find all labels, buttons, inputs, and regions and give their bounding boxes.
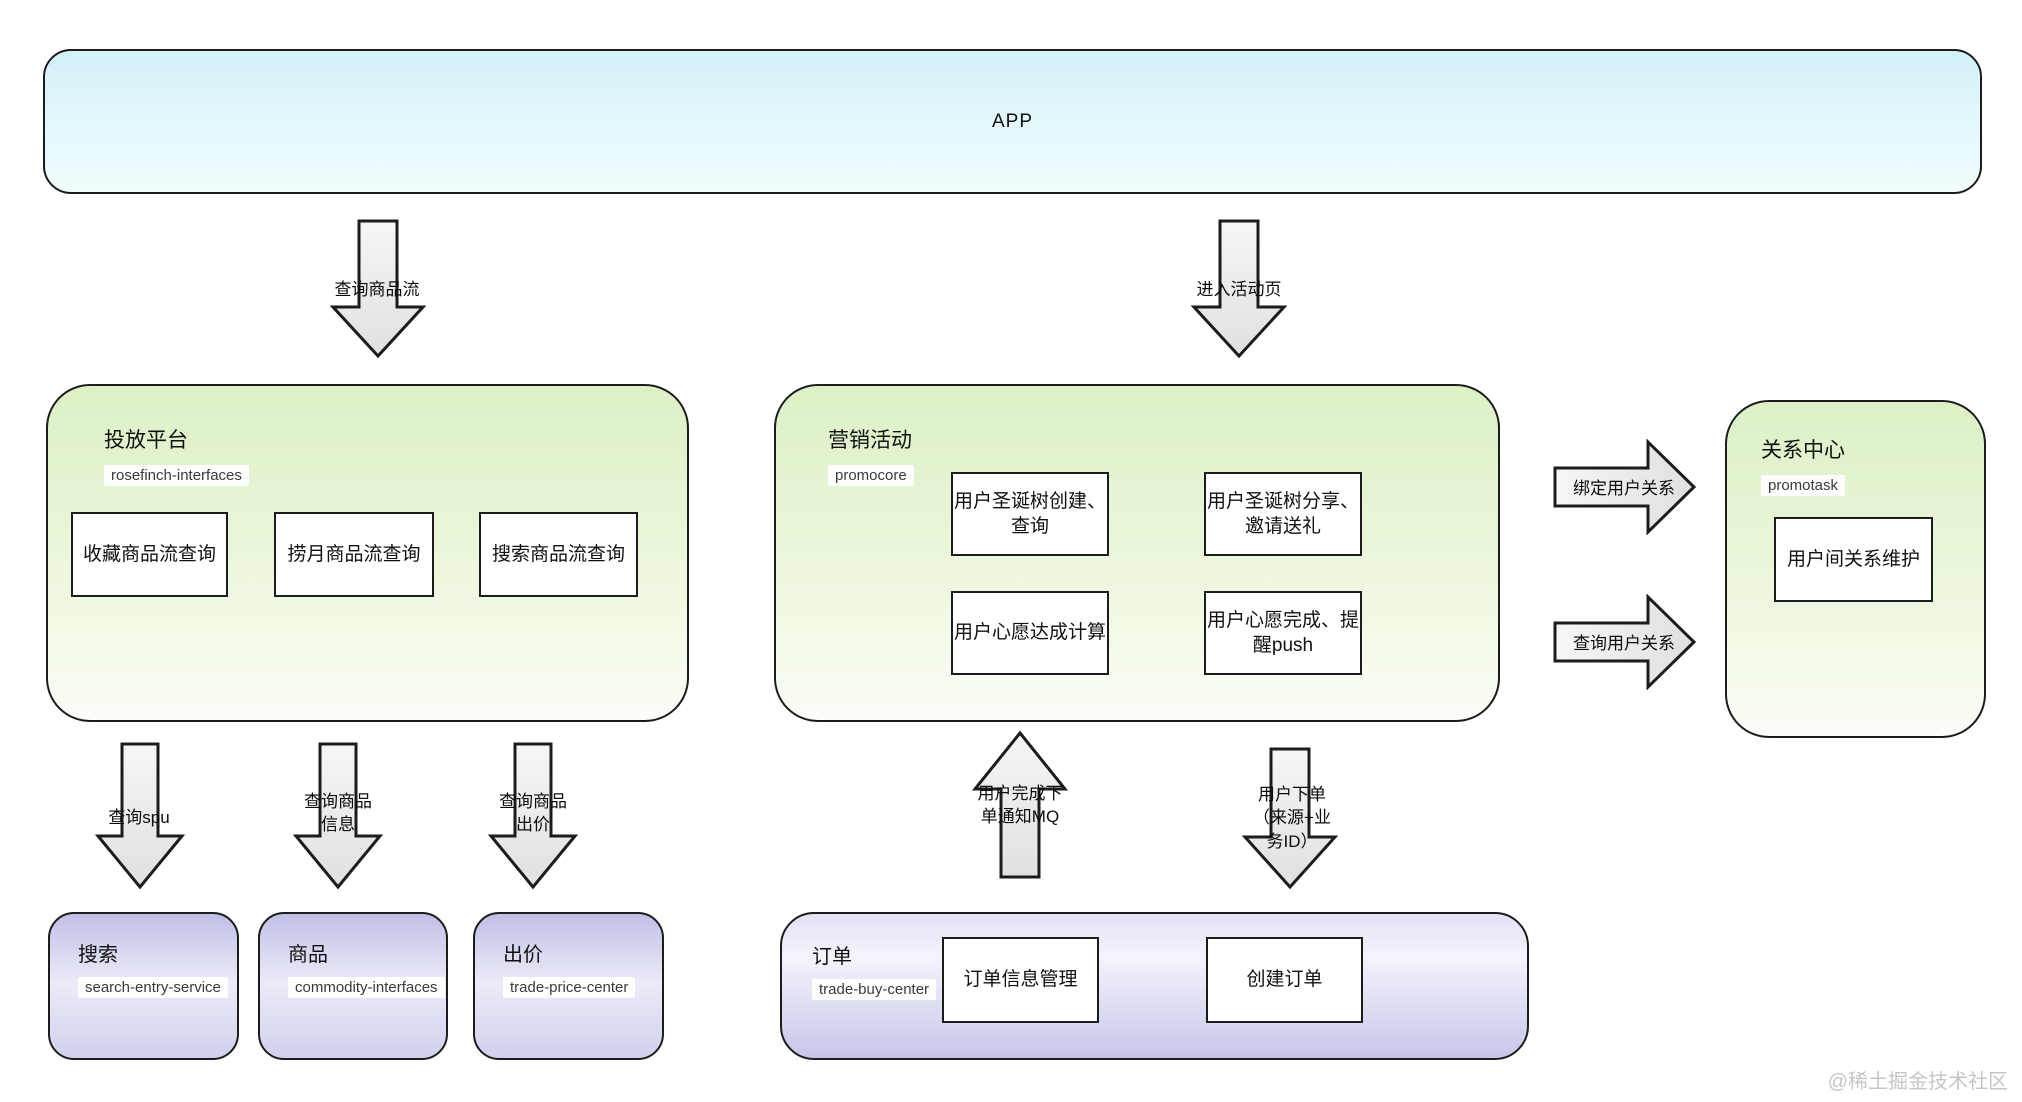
- order-service-chip: trade-buy-center: [812, 979, 937, 1000]
- relation-panel-title: 关系中心: [1761, 439, 1845, 462]
- commodity-service-chip: commodity-interfaces: [288, 977, 445, 998]
- commodity-service-panel: 商品 commodity-interfaces: [258, 912, 448, 1060]
- order-panel: 订单 trade-buy-center: [780, 912, 1529, 1060]
- price-service-chip: trade-price-center: [503, 977, 636, 998]
- arrow-label-app-to-marketing: 进入活动页: [1196, 280, 1282, 299]
- arrow-bind-user-relation-icon: [1553, 439, 1697, 535]
- arrow-app-to-platform-icon: [330, 219, 426, 359]
- order-panel-title: 订单: [812, 946, 852, 968]
- marketing-panel: 营销活动 promocore: [774, 384, 1500, 722]
- marketing-service-chip: promocore: [828, 465, 914, 486]
- arrow-order-mq-notify-icon: [972, 730, 1068, 880]
- module-order-create: 创建订单: [1206, 937, 1363, 1023]
- watermark: @稀土掘金技术社区: [1827, 1071, 2008, 1093]
- search-service-chip: search-entry-service: [78, 977, 228, 998]
- arrow-query-product-info-icon: [293, 742, 383, 890]
- module-search-product-flow-query: 搜索商品流查询: [479, 512, 638, 597]
- module-fav-product-flow-query: 收藏商品流查询: [71, 512, 228, 597]
- arrow-query-user-relation-icon: [1553, 594, 1697, 690]
- module-xmas-tree-share-invite: 用户圣诞树分享、 邀请送礼: [1204, 472, 1362, 556]
- arrow-query-spu-icon: [95, 742, 185, 890]
- arrow-app-to-marketing-icon: [1191, 219, 1287, 359]
- app-box-title: APP: [991, 110, 1034, 132]
- platform-panel-title: 投放平台: [104, 429, 188, 452]
- arrow-label-bind-user-relation: 绑定用户关系: [1573, 479, 1675, 498]
- arrow-user-place-order-icon: [1242, 747, 1338, 890]
- module-wish-achieve-compute: 用户心愿达成计算: [951, 591, 1109, 675]
- arrow-label-query-product-price: 查询商品 出价: [499, 792, 567, 835]
- search-service-panel: 搜索 search-entry-service: [48, 912, 239, 1060]
- module-wish-complete-push: 用户心愿完成、提 醒push: [1204, 591, 1362, 675]
- arrow-label-query-product-info: 查询商品 信息: [304, 792, 372, 835]
- marketing-panel-title: 营销活动: [828, 429, 912, 452]
- arrow-label-query-spu: 查询spu: [108, 808, 170, 827]
- module-order-info-manage: 订单信息管理: [942, 937, 1099, 1023]
- price-service-panel: 出价 trade-price-center: [473, 912, 664, 1060]
- relation-service-chip: promotask: [1761, 475, 1846, 496]
- module-laoyue-product-flow-query: 捞月商品流查询: [274, 512, 434, 597]
- arrow-label-user-place-order: 用户下单 （来源+业 务ID）: [1253, 785, 1331, 851]
- module-user-relation-maintain: 用户间关系维护: [1774, 517, 1933, 602]
- price-panel-title: 出价: [503, 944, 543, 966]
- app-box: APP: [43, 49, 1982, 194]
- module-xmas-tree-create-query: 用户圣诞树创建、 查询: [951, 472, 1109, 556]
- arrow-label-query-user-relation: 查询用户关系: [1573, 634, 1675, 653]
- search-panel-title: 搜索: [78, 944, 118, 966]
- arrow-query-product-price-icon: [488, 742, 578, 890]
- arrow-label-order-mq-notify: 用户完成下 单通知MQ: [977, 784, 1063, 827]
- commodity-panel-title: 商品: [288, 944, 328, 966]
- platform-service-chip: rosefinch-interfaces: [104, 465, 249, 486]
- arrow-label-app-to-platform: 查询商品流: [334, 280, 420, 299]
